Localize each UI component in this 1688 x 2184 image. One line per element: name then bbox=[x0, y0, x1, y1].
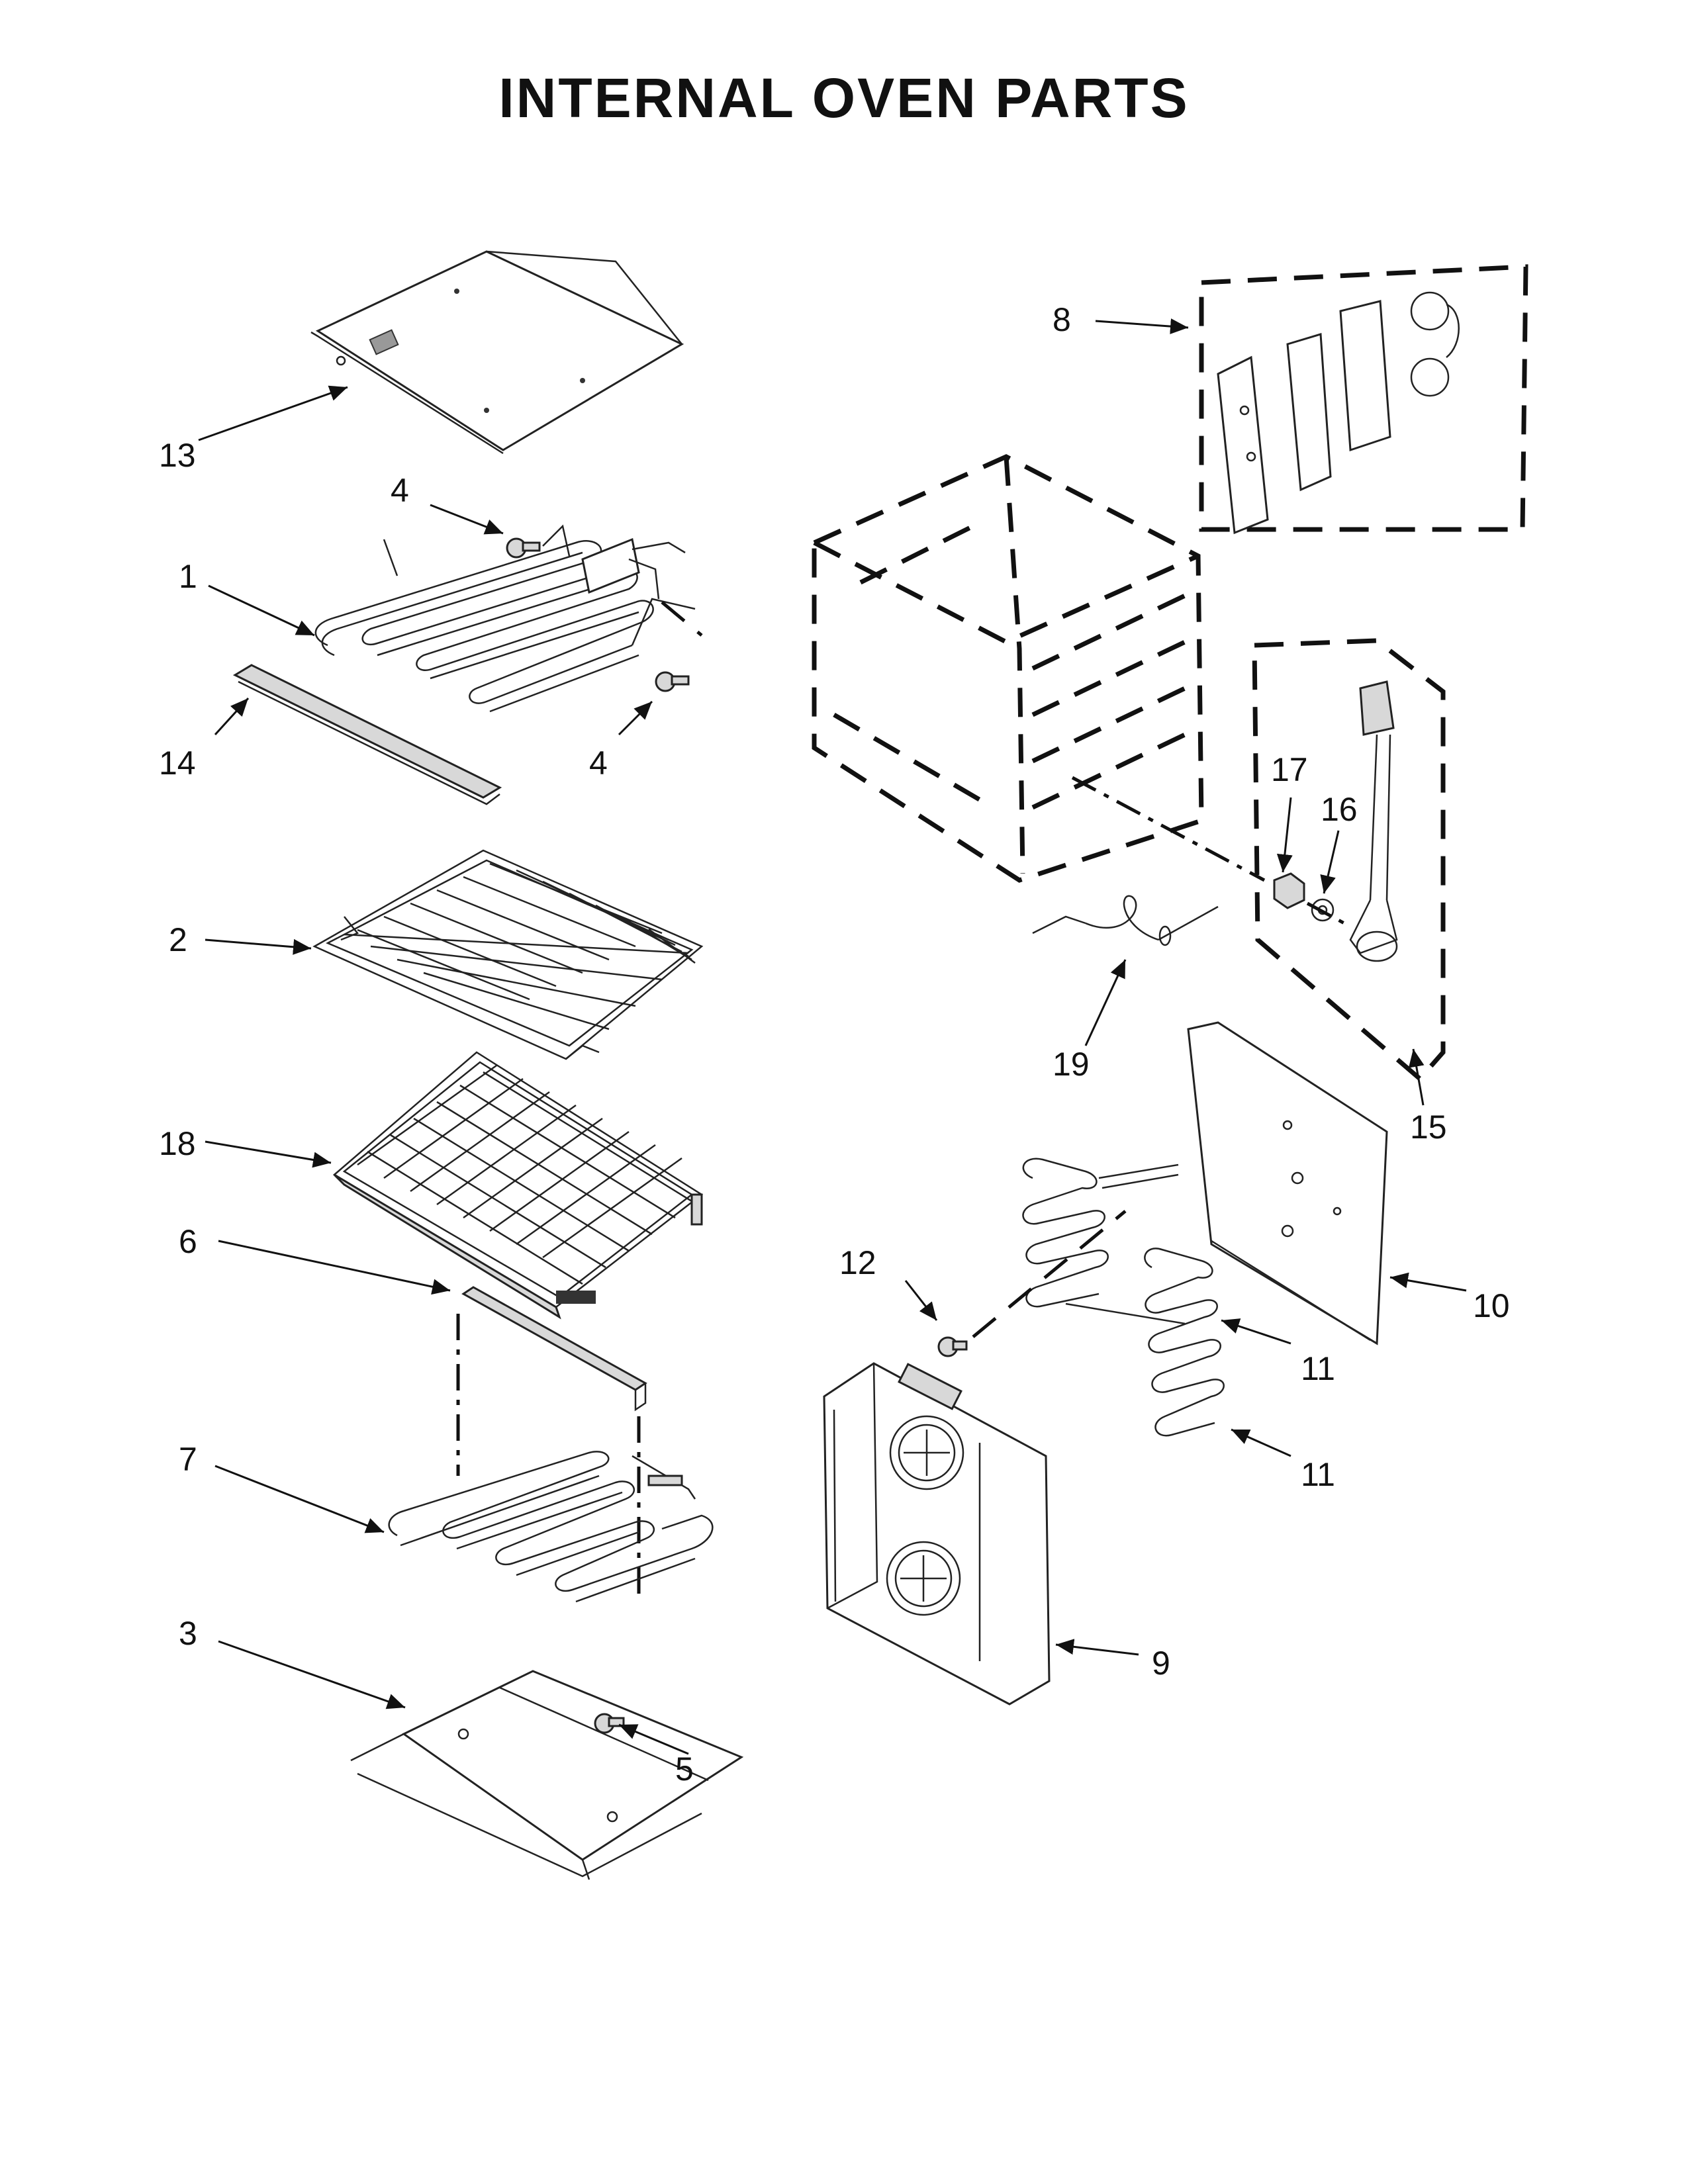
callout-2: 2 bbox=[169, 921, 187, 958]
control-boards-part-8 bbox=[1199, 264, 1528, 535]
callout-18: 18 bbox=[159, 1125, 196, 1162]
oven-cavity-outline bbox=[812, 454, 1204, 883]
callout-16: 16 bbox=[1321, 791, 1358, 828]
callout-1: 1 bbox=[179, 558, 197, 595]
callout-19: 19 bbox=[1053, 1046, 1090, 1083]
top-panel-part-13 bbox=[310, 250, 684, 455]
screw-part-12 bbox=[937, 1336, 968, 1357]
probe-jack-part-15 bbox=[1252, 638, 1446, 1082]
callout-13: 13 bbox=[159, 437, 196, 474]
page-title: INTERNAL OVEN PARTS bbox=[498, 67, 1190, 129]
callout-10: 10 bbox=[1473, 1287, 1510, 1324]
callout-5: 5 bbox=[675, 1751, 694, 1788]
callout-12: 12 bbox=[839, 1244, 876, 1281]
callout-8: 8 bbox=[1053, 301, 1071, 338]
bottom-panel-part-3 bbox=[350, 1670, 744, 1880]
callout-15: 15 bbox=[1410, 1109, 1447, 1146]
rear-bracket-part-6 bbox=[461, 1286, 647, 1412]
oven-rack-part-2 bbox=[312, 849, 704, 1060]
callout-4-top: 4 bbox=[391, 472, 409, 509]
front-trim-part-14 bbox=[232, 664, 502, 805]
leader-lines bbox=[198, 318, 1467, 1755]
meat-probe-part-19 bbox=[1032, 895, 1219, 946]
rear-panel-part-10 bbox=[1187, 1021, 1388, 1345]
bake-element-part-7 bbox=[388, 1451, 714, 1603]
roller-rack-part-18 bbox=[332, 1051, 704, 1320]
callout-7: 7 bbox=[179, 1441, 197, 1478]
callout-labels: 13 4 1 14 4 2 18 6 7 3 5 8 17 16 19 15 1… bbox=[159, 301, 1510, 1788]
callout-4-bottom: 4 bbox=[589, 745, 608, 782]
fan-assembly-part-9 bbox=[823, 1362, 1051, 1706]
callout-11-lower: 11 bbox=[1301, 1456, 1335, 1493]
callout-14: 14 bbox=[159, 745, 196, 782]
convection-element-part-11-lower bbox=[1065, 1248, 1225, 1437]
callout-11-upper: 11 bbox=[1301, 1350, 1335, 1387]
callout-6: 6 bbox=[179, 1223, 197, 1260]
terminal-screws-part-4 bbox=[506, 524, 690, 692]
callout-17: 17 bbox=[1271, 751, 1308, 788]
nut-part-17 bbox=[1273, 872, 1305, 909]
convection-element-part-11-upper bbox=[1022, 1158, 1179, 1308]
callout-9: 9 bbox=[1152, 1645, 1170, 1682]
callout-3: 3 bbox=[179, 1615, 197, 1652]
